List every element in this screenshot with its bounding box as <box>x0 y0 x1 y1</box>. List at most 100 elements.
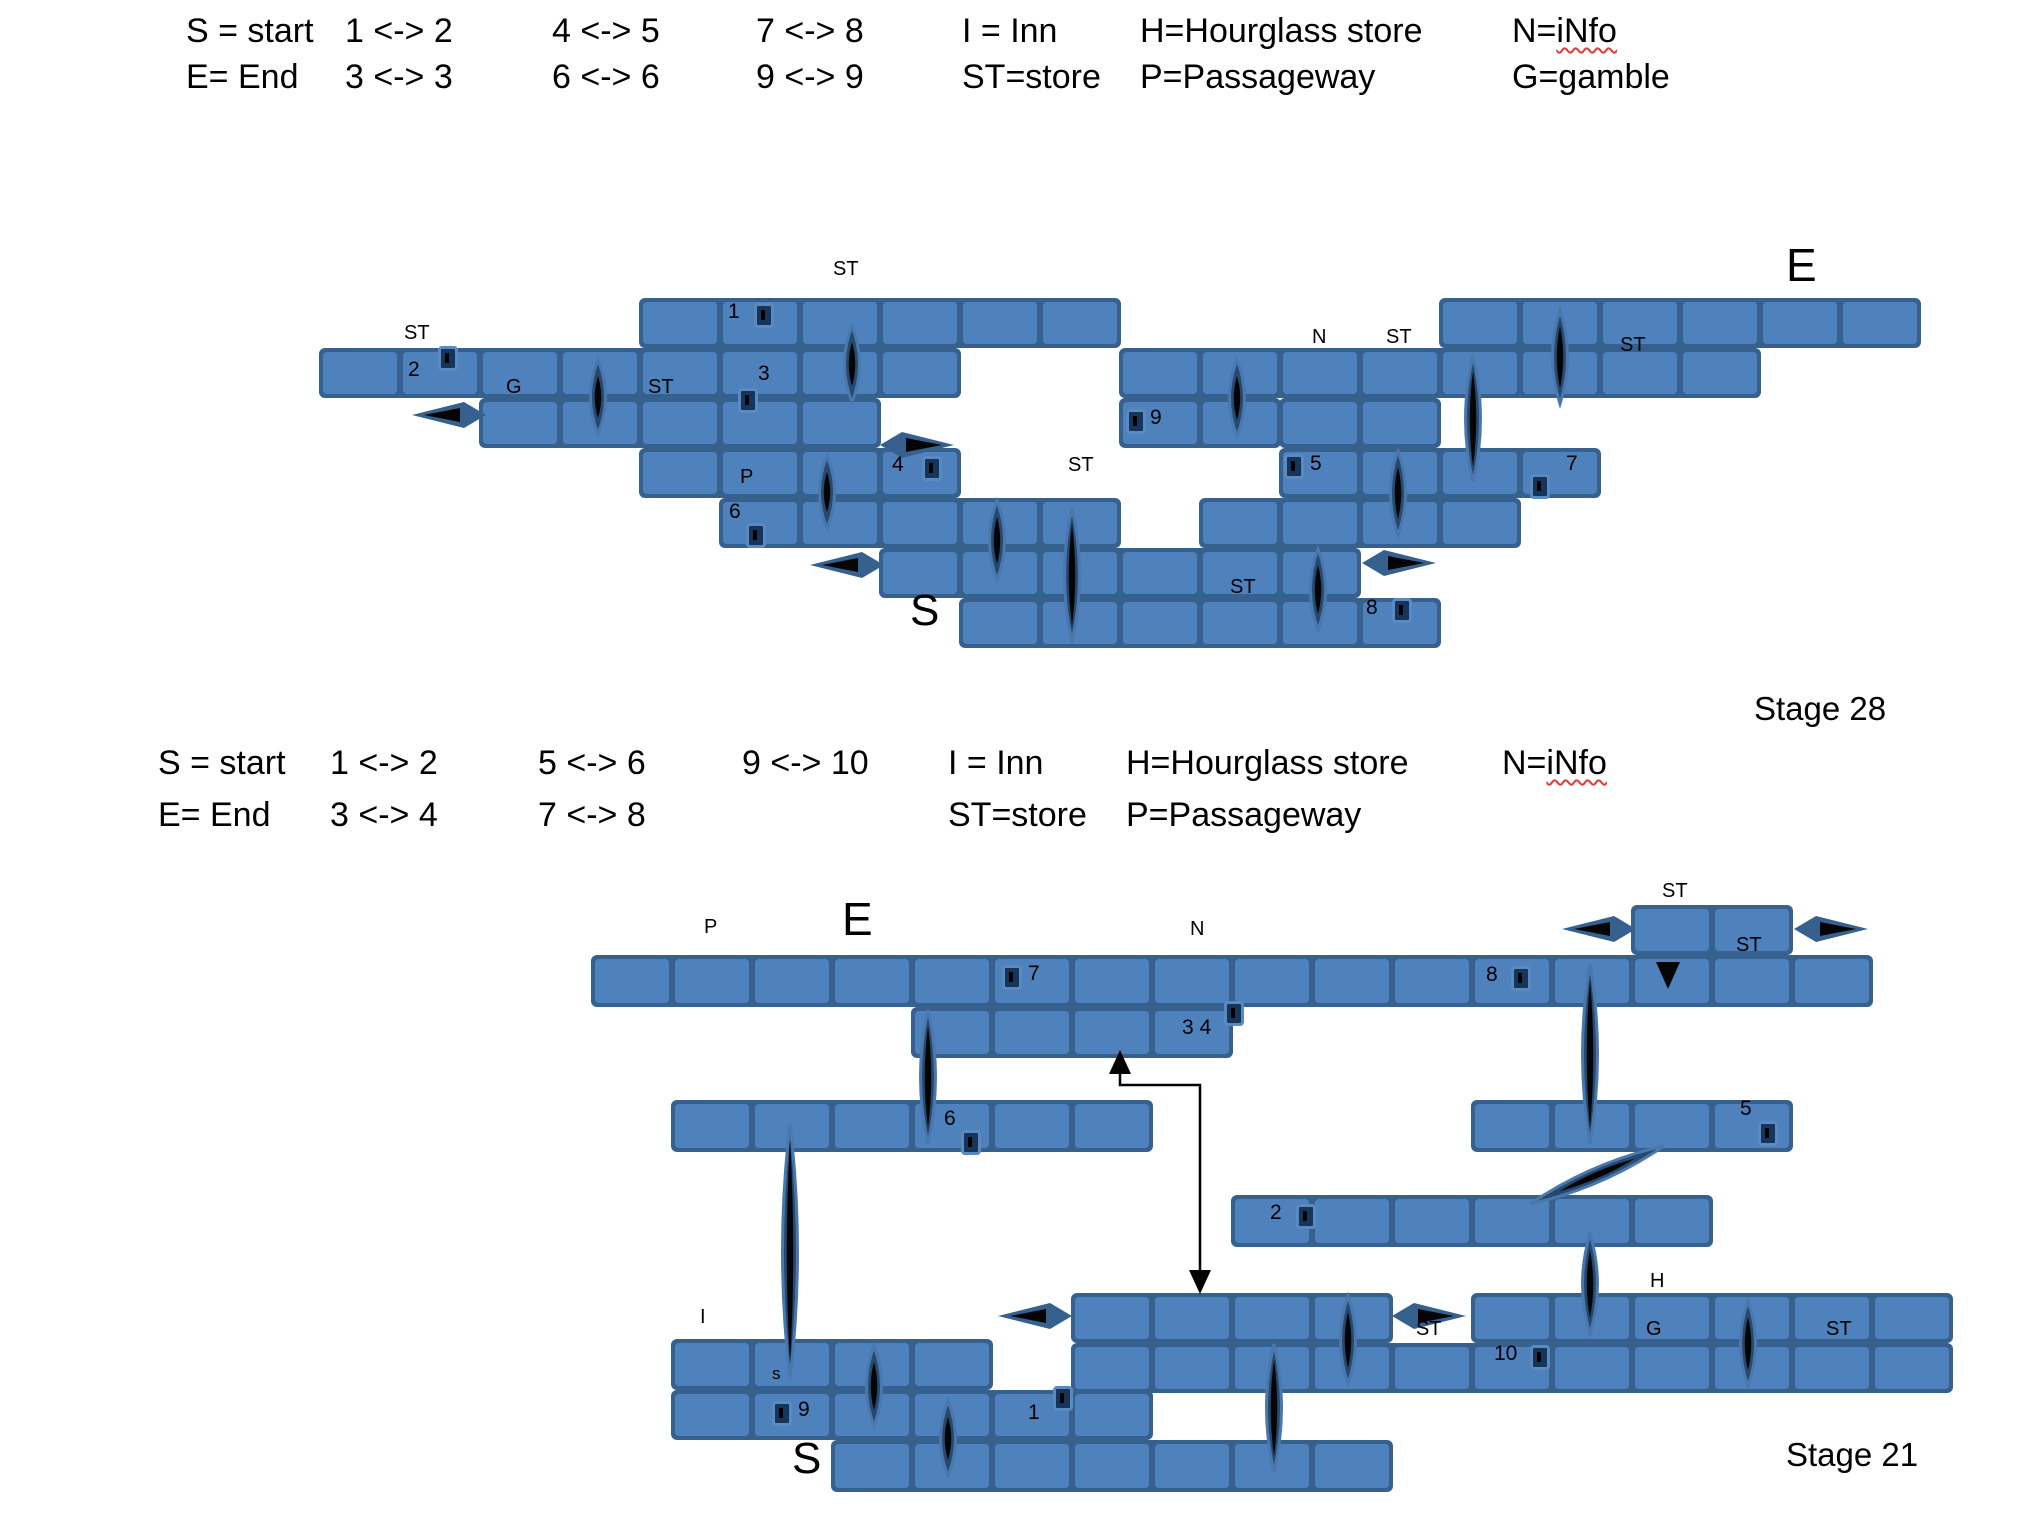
map-tile <box>1443 302 1517 344</box>
map-tile <box>835 1444 909 1488</box>
door-number-label: 8 <box>1366 596 1378 619</box>
map-tile <box>1075 1297 1149 1339</box>
door-number-label: 8 <box>1486 963 1498 986</box>
map-tile <box>963 552 1037 594</box>
map-tile <box>883 352 957 394</box>
legend-item: H=Hourglass store <box>1126 744 1409 782</box>
map-tile <box>803 352 877 394</box>
map-label: ST <box>1416 1318 1442 1340</box>
map-tile <box>1155 959 1229 1003</box>
map-tile <box>1443 452 1517 494</box>
map-label: ST <box>1230 576 1256 598</box>
map-tile <box>1475 1104 1549 1148</box>
legend-item: N=iNfo <box>1502 744 1607 782</box>
map-tile <box>755 1343 829 1386</box>
map-tile <box>963 602 1037 644</box>
legend-item: ST=store <box>962 58 1101 96</box>
legend-item: E= End <box>186 58 299 96</box>
door-marker-icon <box>438 346 458 371</box>
door-marker-icon <box>1053 1386 1073 1411</box>
map-tile <box>1795 1347 1869 1389</box>
map-tile <box>1203 352 1277 394</box>
map-label: ST <box>404 322 430 344</box>
legend-item: 1 <-> 2 <box>345 12 453 50</box>
door-number-label: 7 <box>1566 452 1578 475</box>
map-tile <box>1315 1347 1389 1389</box>
map-tile <box>1523 352 1597 394</box>
map-tile <box>1315 1199 1389 1243</box>
map-tile <box>1075 1011 1149 1054</box>
tile-strip <box>671 1100 1153 1152</box>
map-tile <box>1043 502 1117 544</box>
legend-item: 3 <-> 3 <box>345 58 453 96</box>
door-marker-icon <box>1758 1121 1778 1146</box>
map-tile <box>1875 1297 1949 1339</box>
map-tile <box>1315 1297 1389 1339</box>
map-tile <box>1283 402 1357 444</box>
map-tile <box>963 502 1037 544</box>
map-tile <box>1363 502 1437 544</box>
map-tile <box>915 959 989 1003</box>
map-tile <box>723 402 797 444</box>
stage-21-title: Stage 21 <box>1786 1436 1919 1473</box>
tile-strip <box>671 1390 1153 1440</box>
map-tile <box>1315 959 1389 1003</box>
map-tile <box>1555 1199 1629 1243</box>
map-tile <box>1235 1347 1309 1389</box>
door-number-label: 2 <box>408 358 420 381</box>
map-tile <box>1555 1104 1629 1148</box>
map-label: ST <box>1662 880 1688 902</box>
map-tile <box>1235 959 1309 1003</box>
tile-strip <box>1631 905 1793 955</box>
tile-strip <box>479 398 881 448</box>
map-tile <box>1235 1297 1309 1339</box>
tile-strip <box>671 1339 993 1390</box>
map-tile <box>755 1104 829 1148</box>
legend-item: ST=store <box>948 796 1087 834</box>
legend-item: 4 <-> 5 <box>552 12 660 50</box>
map-tile <box>1075 959 1149 1003</box>
door-number-label: 7 <box>1028 962 1040 985</box>
map-tile <box>883 502 957 544</box>
legend-item: S = start <box>158 744 286 782</box>
map-label: E <box>842 893 873 945</box>
map-tile <box>1043 552 1117 594</box>
map-label: H <box>1650 1270 1665 1292</box>
map-tile <box>1635 909 1709 951</box>
map-tile <box>1283 502 1357 544</box>
door-number-label: 1 <box>1028 1401 1040 1424</box>
map-tile <box>675 1104 749 1148</box>
map-tile <box>595 959 669 1003</box>
legend-item: 6 <-> 6 <box>552 58 660 96</box>
arrow-right-icon <box>1794 916 1868 942</box>
arrow-left-icon <box>810 552 884 578</box>
map-tile <box>995 1011 1069 1054</box>
door-marker-icon <box>1284 454 1304 479</box>
door-marker-icon <box>961 1130 981 1155</box>
door-number-label: 6 <box>729 500 741 523</box>
map-tile <box>1395 1199 1469 1243</box>
tile-strip <box>1119 398 1281 448</box>
door-marker-icon <box>1511 966 1531 991</box>
map-label: P <box>740 466 754 488</box>
tile-strip <box>831 1440 1393 1492</box>
door-number-label: 4 <box>892 453 904 476</box>
map-label: s <box>772 1364 781 1383</box>
map-tile <box>1715 959 1789 1003</box>
legend-item: H=Hourglass store <box>1140 12 1423 50</box>
map-tile <box>1203 552 1277 594</box>
map-tile <box>643 352 717 394</box>
map-tile <box>1715 1297 1789 1339</box>
door-number-label: 2 <box>1270 1201 1282 1224</box>
legend-item: 9 <-> 10 <box>742 744 869 782</box>
tile-strip <box>1199 498 1521 548</box>
door-marker-icon <box>922 456 942 481</box>
map-tile <box>1363 402 1437 444</box>
map-tile <box>1043 302 1117 344</box>
map-tile <box>563 402 637 444</box>
map-tile <box>1475 1199 1549 1243</box>
map-tile <box>1123 352 1197 394</box>
door-number-label: 5 <box>1310 452 1322 475</box>
map-tile <box>1203 502 1277 544</box>
